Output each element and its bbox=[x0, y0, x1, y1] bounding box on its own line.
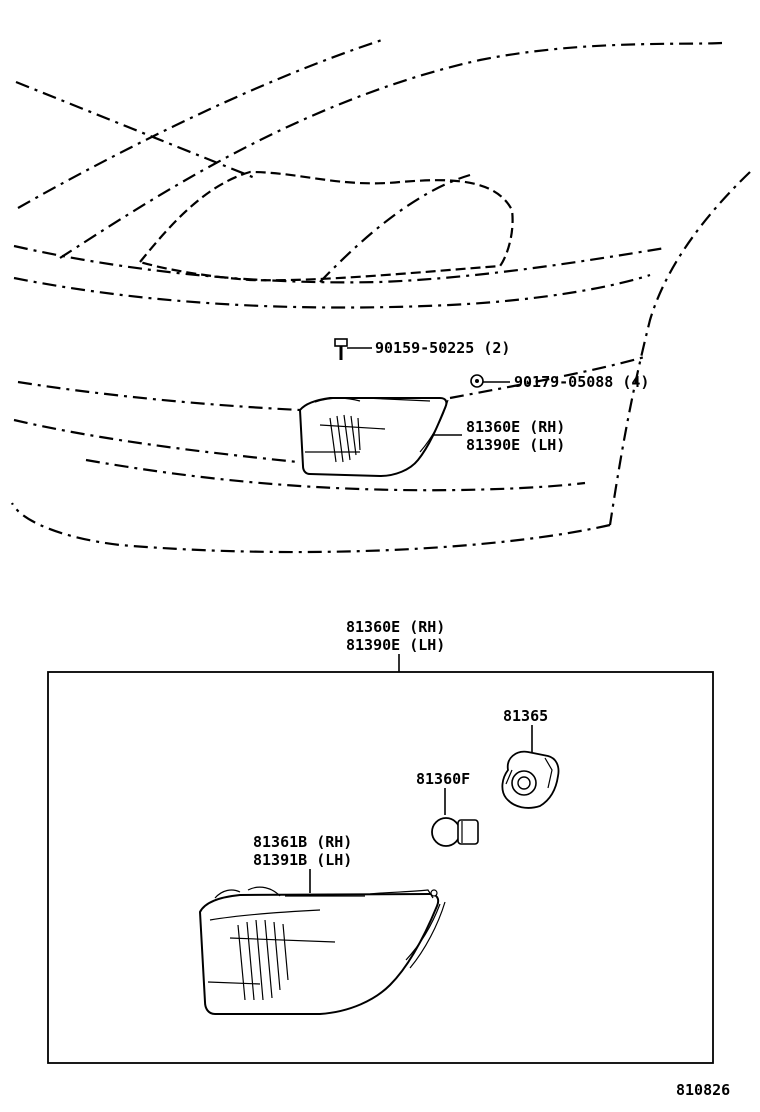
bulb-icon bbox=[431, 817, 479, 847]
assembly-frame bbox=[47, 671, 714, 1064]
bolt-icon bbox=[334, 338, 372, 360]
assy-lh-part-number: 81390E (LH) bbox=[346, 636, 445, 654]
socket-part-number: 81365 bbox=[503, 707, 548, 725]
socket-icon bbox=[501, 750, 560, 809]
assy-rh-part-number: 81360E (RH) bbox=[346, 618, 445, 636]
vehicle-outline bbox=[11, 38, 751, 554]
clip-part-number: 90179-05088 (4) bbox=[514, 373, 649, 391]
lamp-installed-icon bbox=[298, 397, 462, 478]
bulb-part-number: 81360F bbox=[416, 770, 470, 788]
lamp-lens-icon bbox=[198, 886, 446, 1015]
lens-lh-part-number: 81391B (LH) bbox=[253, 851, 352, 869]
lens-rh-part-number: 81361B (RH) bbox=[253, 833, 352, 851]
lamp-rh-part-number: 81360E (RH) bbox=[466, 418, 565, 436]
lamp-lh-part-number: 81390E (LH) bbox=[466, 436, 565, 454]
clip-icon bbox=[470, 374, 510, 388]
diagram-number: 810826 bbox=[676, 1081, 730, 1099]
bolt-part-number: 90159-50225 (2) bbox=[375, 339, 510, 357]
